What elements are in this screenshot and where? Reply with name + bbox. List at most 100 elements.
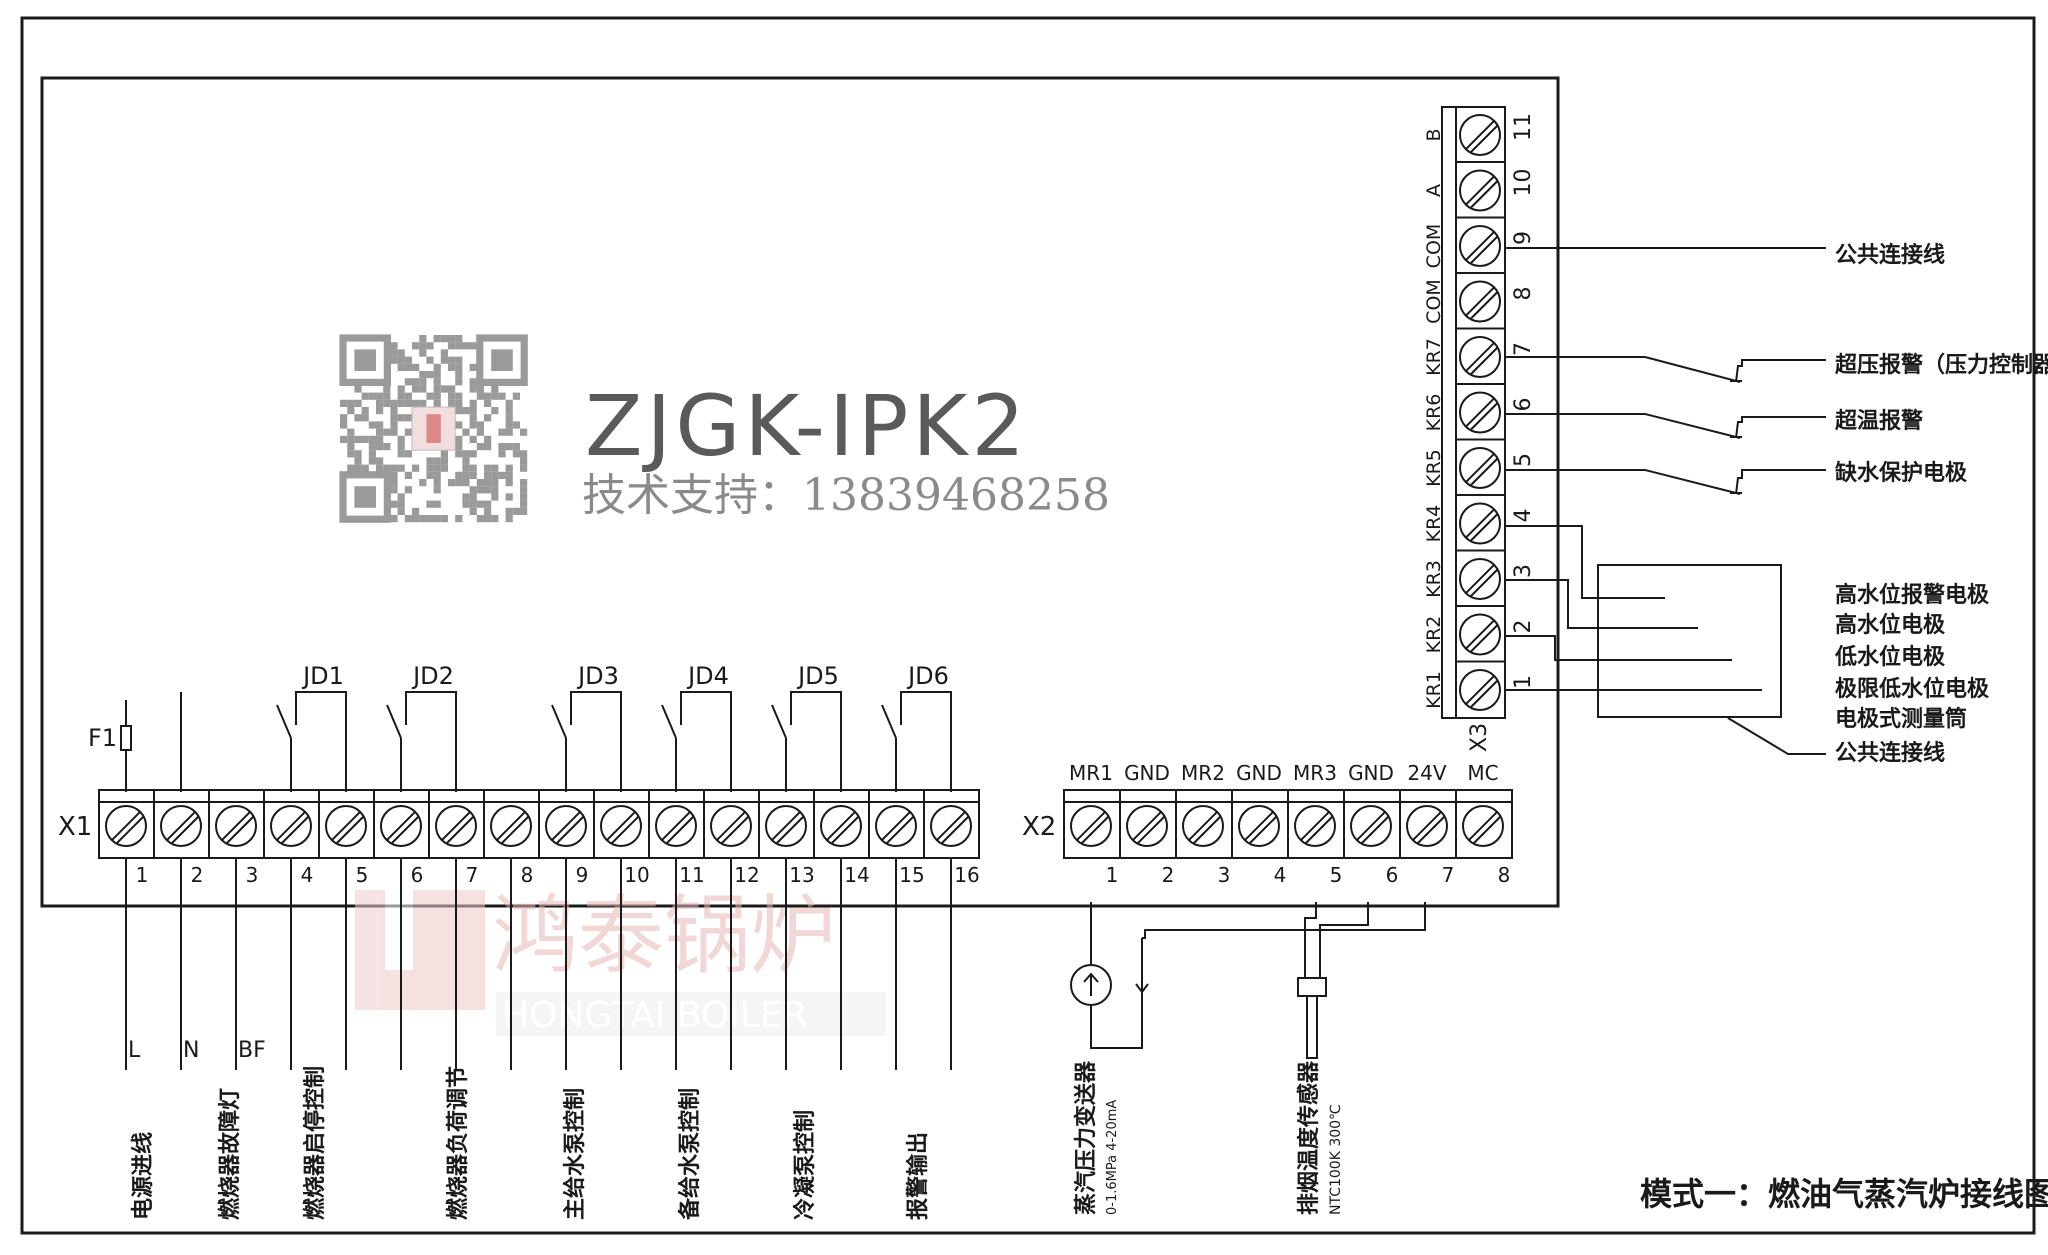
x2-terminal-number: 3: [1218, 863, 1231, 887]
x1-terminal-number: 8: [521, 863, 534, 887]
x1-terminal-screw: [655, 805, 697, 847]
x1-terminal-number: 15: [899, 863, 924, 887]
x3-signal: KR2: [1423, 616, 1445, 654]
x3-signal: A: [1423, 184, 1445, 197]
pressure-sensor-spec: 0-1.6MPa 4-20mA: [1105, 1100, 1120, 1215]
x2-header: MR2: [1181, 761, 1225, 785]
x1-terminal-number: 7: [466, 863, 479, 887]
x2-header: MR1: [1069, 761, 1113, 785]
x3-signal: KR7: [1423, 338, 1445, 376]
x1-terminal-number: 3: [246, 863, 259, 887]
temp-sensor-spec: NTC100K 300℃: [1328, 1104, 1344, 1215]
x3-right-labels: 公共连接线超压报警（压力控制器）超温报警缺水保护电极高水位报警电极高水位电极低水…: [1834, 242, 2048, 766]
x2-terminal-number: 4: [1274, 863, 1287, 887]
x1-terminal-number: 1: [136, 863, 149, 887]
x3-terminal-screw: [1459, 280, 1501, 323]
x2-terminal-screw: [1126, 805, 1168, 847]
x3-right-label: 超温报警: [1835, 408, 1923, 434]
temp-sensor-name: 排烟温度传感器: [1296, 1060, 1322, 1215]
x2-terminal-number: 7: [1442, 863, 1455, 887]
x3-terminal-screw: [1459, 114, 1501, 156]
fuse-symbol: [120, 725, 132, 751]
wire-label-n: N: [183, 1038, 199, 1063]
x3-right-label: 公共连接线: [1835, 740, 1945, 766]
x2-label: X2: [1022, 812, 1056, 842]
pressure-sensor-name: 蒸汽压力变送器: [1073, 1060, 1099, 1215]
x3-terminal-number: 8: [1511, 287, 1536, 301]
wire-label-l: L: [128, 1038, 141, 1063]
x3-terminal-number: 11: [1511, 113, 1536, 141]
outer-frame: [20, 16, 2036, 1235]
model-title: ZJGK-IPK2: [585, 377, 1029, 475]
x3-wiring: [1505, 247, 1826, 755]
x1-terminal-number: 14: [844, 863, 869, 887]
diagram-caption: 模式一：燃油气蒸汽炉接线图: [1640, 1175, 2048, 1213]
x1-terminal-number: 2: [191, 863, 204, 887]
x2-header: GND: [1348, 761, 1394, 785]
x3-right-label: 超压报警（压力控制器）: [1835, 352, 2048, 378]
watermark: 鸿泰锅炉 HONGTAI BOILER: [355, 886, 886, 1036]
relay-label: JD1: [301, 662, 344, 690]
x3-signal: KR6: [1423, 394, 1445, 432]
x1-terminal-screw: [545, 805, 587, 847]
x2-header: GND: [1236, 761, 1282, 785]
function-label: 冷凝泵控制: [792, 1110, 818, 1220]
function-label: 燃烧器负荷调节: [445, 1066, 471, 1220]
x2-terminal-screw: [1350, 805, 1392, 847]
watermark-en: HONGTAI BOILER: [502, 995, 808, 1036]
fuse-label: F1: [88, 724, 117, 752]
relay-label: JD2: [411, 662, 454, 690]
x1-terminal-number: 11: [679, 863, 704, 887]
x3-label: X3: [1467, 723, 1492, 752]
x3-terminal-screw: [1459, 169, 1501, 212]
x2-terminal-screw: [1070, 805, 1112, 847]
x2-terminal-screw: [1462, 805, 1504, 847]
x3-terminal-number: 6: [1511, 398, 1536, 412]
x2-terminal-number: 2: [1162, 863, 1175, 887]
x2-terminal-number: 5: [1330, 863, 1343, 887]
x1-terminal-screw: [435, 805, 477, 847]
x1-terminal-number: 9: [576, 863, 589, 887]
function-label: 主给水泵控制: [562, 1088, 588, 1220]
x3-terminal-screw: [1459, 669, 1501, 711]
x3-right-label: 低水位电极: [1834, 644, 1946, 670]
x3-terminal-screw: [1459, 391, 1501, 434]
x3-right-label: 公共连接线: [1835, 242, 1945, 268]
function-label: 备给水泵控制: [677, 1088, 703, 1221]
x3-right-label: 高水位电极: [1835, 612, 1946, 638]
x2-terminal-screw: [1182, 805, 1224, 847]
x3-terminal-number: 4: [1511, 509, 1536, 523]
controller-box: [40, 76, 1560, 908]
x1-terminal-screw: [105, 805, 147, 847]
x1-terminal-screw: [875, 805, 917, 847]
relay-label: JD3: [576, 662, 619, 690]
x3-signal: COM: [1423, 224, 1445, 269]
x3-terminal-number: 3: [1511, 564, 1536, 578]
x2-header: GND: [1124, 761, 1170, 785]
x3-terminal-number: 10: [1511, 169, 1536, 197]
x2-terminal-screw: [1406, 805, 1448, 847]
x3-signal: COM: [1423, 279, 1445, 324]
x1-terminal-screw: [930, 805, 972, 847]
x1-label: X1: [58, 812, 92, 842]
x1-terminal-screw: [270, 805, 312, 847]
x3-terminal-number: 2: [1511, 620, 1536, 634]
wire-label-bf: BF: [238, 1038, 266, 1063]
function-label: 报警输出: [905, 1132, 931, 1220]
relay-label: JD4: [686, 662, 729, 690]
x1-terminal-screw: [710, 805, 752, 847]
watermark-cn: 鸿泰锅炉: [492, 886, 836, 986]
x3-terminal-number: 7: [1511, 342, 1536, 356]
x2-header: 24V: [1407, 761, 1446, 785]
x1-terminal-screw: [215, 805, 257, 847]
x1-terminal-number: 16: [954, 863, 979, 887]
x3-signal: KR1: [1423, 671, 1445, 709]
function-label: 燃烧器启停控制: [302, 1066, 328, 1220]
x1-terminal-screw: [160, 805, 202, 847]
support-phone: 技术支持：13839468258: [582, 470, 1110, 521]
